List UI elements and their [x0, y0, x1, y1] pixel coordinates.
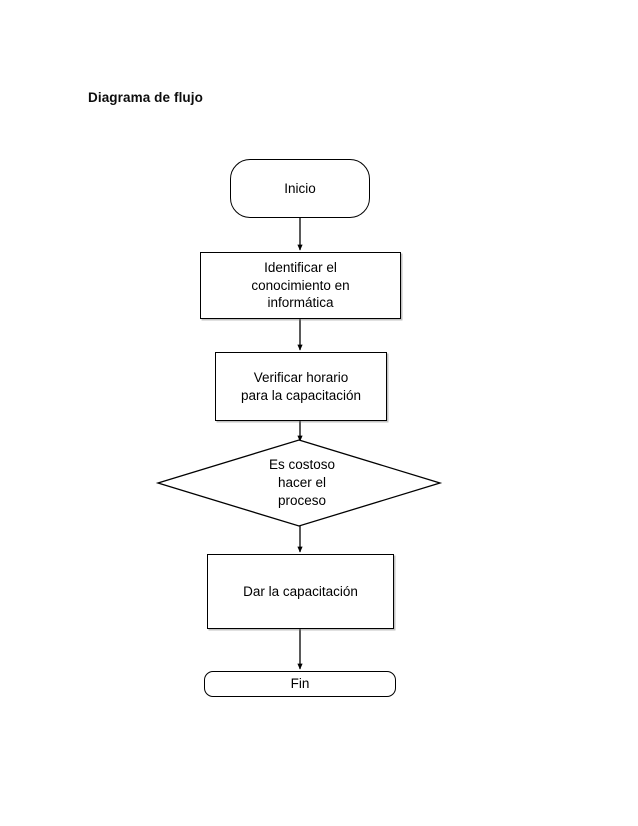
node-es-costoso[interactable]: Es costoso hacer el proceso [232, 450, 372, 516]
node-dar-capacitacion-label: Dar la capacitación [243, 583, 358, 599]
page-title: Diagrama de flujo [88, 90, 203, 105]
node-fin-label: Fin [290, 676, 310, 692]
node-es-costoso-label: Es costoso hacer el proceso [268, 456, 336, 509]
decision-diamond-costoso [155, 439, 443, 527]
node-inicio-label: Inicio [284, 180, 316, 196]
node-fin[interactable]: Fin [204, 671, 396, 697]
node-verificar-horario-label: Verificar horario para la capacitación [240, 369, 362, 403]
node-inicio[interactable]: Inicio [230, 159, 370, 218]
node-identificar-conocimiento-label: Identificar el conocimiento en informáti… [251, 259, 350, 311]
node-verificar-horario[interactable]: Verificar horario para la capacitación [215, 352, 387, 421]
node-dar-capacitacion[interactable]: Dar la capacitación [207, 554, 394, 629]
node-identificar-conocimiento[interactable]: Identificar el conocimiento en informáti… [200, 252, 401, 319]
